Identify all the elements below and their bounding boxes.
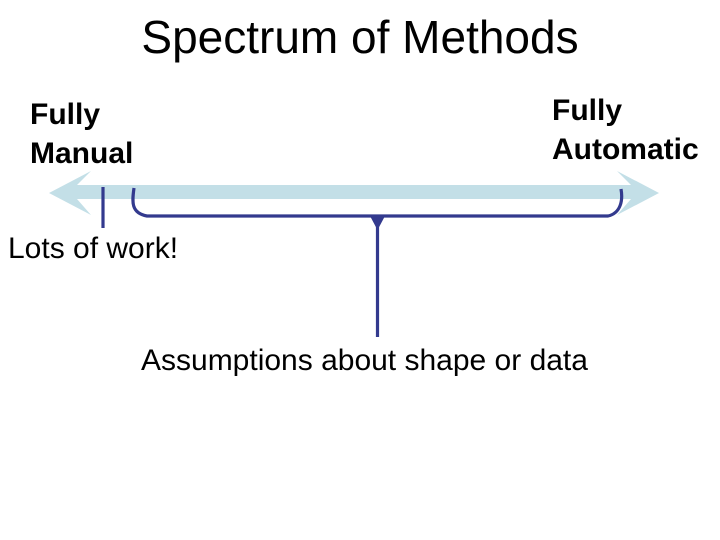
bottom-callout-text: Assumptions about shape or data bbox=[141, 344, 588, 377]
left-end-label-line1: Fully bbox=[30, 98, 101, 131]
left-end-label-line2: Manual bbox=[30, 137, 134, 170]
right-end-label: Fully Automatic bbox=[552, 91, 699, 169]
left-end-label: Fully Manual bbox=[30, 95, 133, 173]
range-bracket-center-notch bbox=[369, 215, 386, 230]
double-arrow-icon bbox=[49, 171, 659, 215]
left-callout-text: Lots of work! bbox=[8, 232, 179, 265]
slide-title: Spectrum of Methods bbox=[141, 11, 579, 63]
right-end-label-line1: Fully bbox=[552, 94, 623, 127]
right-end-label-line2: Automatic bbox=[552, 133, 699, 166]
